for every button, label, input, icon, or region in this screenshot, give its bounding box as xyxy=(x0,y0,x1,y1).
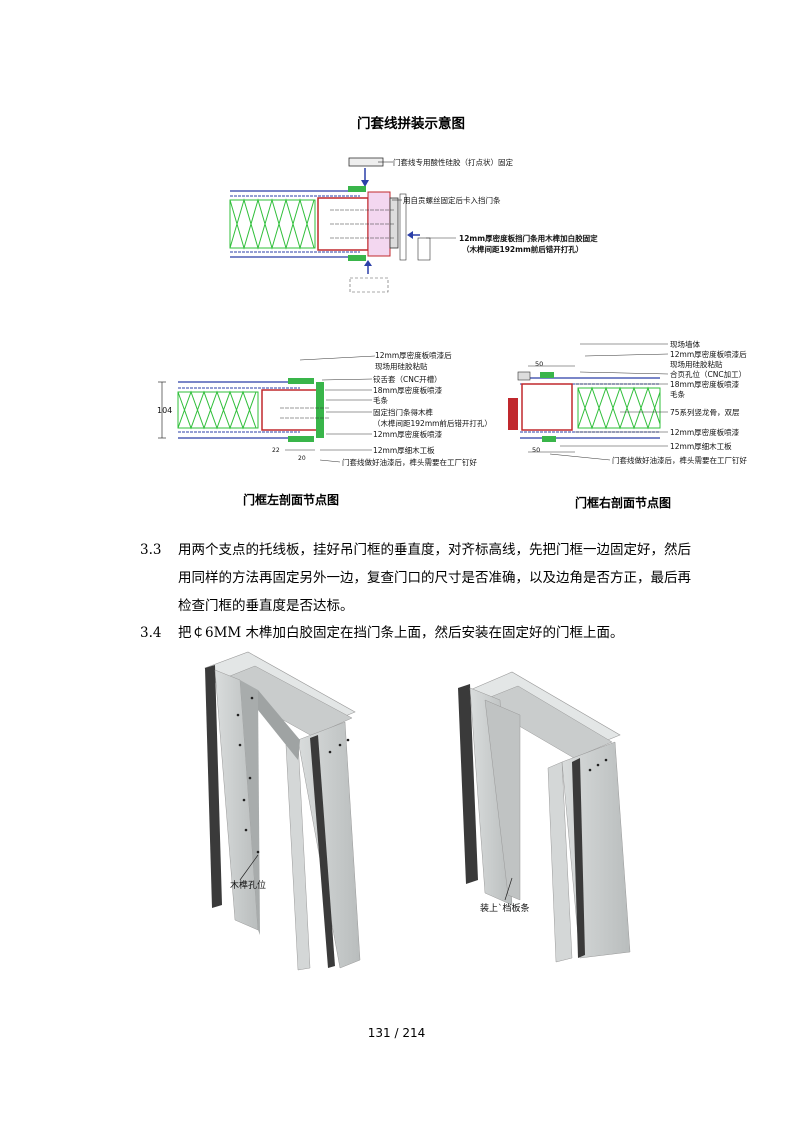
top-label: （木榫间距192mm前后错开打孔） xyxy=(462,245,584,254)
page-number: 131 / 214 xyxy=(367,1026,426,1040)
right-label: 12mm厚密度板喷漆后 xyxy=(670,350,747,359)
paragraph-number: 3.3 xyxy=(140,542,162,558)
top-label: 门套线专用酸性硅胶（打点状）固定 xyxy=(393,158,513,167)
left-label: 12mm厚细木工板 xyxy=(373,446,435,455)
left-label: 铰舌套（CNC开槽） xyxy=(373,375,442,384)
paragraph-3-3: 3.3 用两个支点的托线板，挂好吊门框的垂直度，对齐标高线，先把门框一边固定好，然… xyxy=(140,536,740,620)
right-label: 门套线做好油漆后，榫头需要在工厂钉好 xyxy=(612,456,747,465)
paragraph-3-4: 3.4 把￠6MM 木榫加白胶固定在挡门条上面，然后安装在固定好的门框上面。 xyxy=(140,619,740,647)
left-label: 固定挡门条得木榫 xyxy=(373,408,433,417)
left-label: 12mm厚密度板喷漆后 xyxy=(375,351,452,360)
dimension-label: 50 xyxy=(535,360,544,368)
left-label: 毛条 xyxy=(373,396,388,405)
right-section-caption: 门框右剖面节点图 xyxy=(575,496,672,510)
right-label: 18mm厚密度板喷漆 xyxy=(670,380,740,389)
left-label: 12mm厚密度板喷漆 xyxy=(373,430,443,439)
dimension-label: 22 xyxy=(272,447,280,454)
paragraph-number: 3.4 xyxy=(140,625,162,641)
frame-label-right: 装上`档板条 xyxy=(480,904,530,914)
top-label: 用自贡螺丝固定后卡入挡门条 xyxy=(403,196,501,205)
dimension-label: 20 xyxy=(298,455,306,462)
paragraph-line: 用同样的方法再固定另外一边，复查门口的尺寸是否准确，以及边角是否方正，最后再 xyxy=(178,570,691,586)
right-label: 合页孔位（CNC加工） xyxy=(670,370,747,379)
left-label: 现场用硅胶粘贴 xyxy=(375,362,428,371)
right-label: 现场墙体 xyxy=(670,340,700,349)
right-label: 12mm厚密度板喷漆 xyxy=(670,428,740,437)
paragraph-line: 检查门框的垂直度是否达标。 xyxy=(178,598,354,614)
right-label: 12mm厚细木工板 xyxy=(670,442,732,451)
paragraph-line: 用两个支点的托线板，挂好吊门框的垂直度，对齐标高线，先把门框一边固定好，然后 xyxy=(178,542,691,558)
left-label: 门套线做好油漆后，榫头需要在工厂钉好 xyxy=(342,458,477,467)
page-title: 门套线拼装示意图 xyxy=(357,116,465,132)
top-label: 12mm厚密度板挡门条用木榫加白胶固定 xyxy=(459,234,598,243)
frame-label-left: 木榫孔位 xyxy=(230,881,267,891)
right-label: 75系列竖龙骨，双层 xyxy=(670,408,740,417)
left-label: （木榫间距192mm前后错开打孔） xyxy=(373,419,492,428)
right-label: 毛条 xyxy=(670,390,685,399)
right-label: 现场用硅胶粘贴 xyxy=(670,360,723,369)
paragraph-line: 把￠6MM 木榫加白胶固定在挡门条上面，然后安装在固定好的门框上面。 xyxy=(178,625,624,641)
dimension-label: 104 xyxy=(157,406,173,415)
left-section-caption: 门框左剖面节点图 xyxy=(243,493,340,507)
left-label: 18mm厚密度板喷漆 xyxy=(373,386,443,395)
dimension-label: 50 xyxy=(532,446,541,454)
